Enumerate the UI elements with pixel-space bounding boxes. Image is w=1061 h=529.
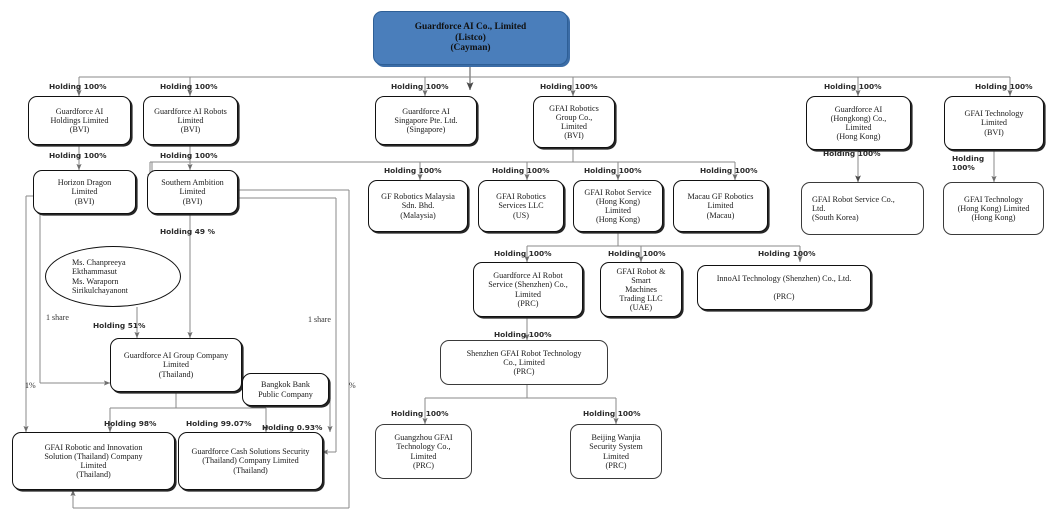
node-gfai-robotics-group-co[interactable]: GFAI Robotics Group Co., Limited (BVI) [533,96,615,148]
edge-label-holding-17: Holding 100% [758,249,816,258]
edge-label-percent-right: % [349,381,356,390]
edge-label-holding-3: Holding 100% [391,82,449,91]
edge-label-holding-9907: Holding 99.07% [186,419,252,428]
node-label: Guardforce AI Holdings Limited (BVI) [50,106,109,135]
edge-label-holding-6: Holding 100% [975,82,1033,91]
edge-label-holding-8: Holding 100% [160,151,218,160]
node-gfai-technology-hong-kong[interactable]: GFAI Technology (Hong Kong) Limited (Hon… [943,182,1044,235]
edge-label-holding-14: Holding 100% [952,154,985,172]
edge-label-holding-10: Holding 100% [492,166,550,175]
edge-label-holding-11: Holding 100% [584,166,642,175]
node-guardforce-ai-hongkong[interactable]: Guardforce AI (Hongkong) Co., Limited (H… [806,96,911,150]
node-gfai-robot-service-south-korea[interactable]: GFAI Robot Service Co., Ltd. (South Kore… [801,182,924,235]
edge-label-holding-093: Holding 0.93% [262,423,323,432]
node-guardforce-ai-holdings-limited[interactable]: Guardforce AI Holdings Limited (BVI) [28,96,131,145]
node-gfai-robot-smart-machines-uae[interactable]: GFAI Robot & Smart Machines Trading LLC … [600,262,682,317]
node-label: GFAI Robot & Smart Machines Trading LLC … [616,266,666,313]
node-label: Southern Ambition Limited (BVI) [161,178,224,206]
edge-label-holding-5: Holding 100% [824,82,882,91]
edge-label-holding-12: Holding 100% [700,166,758,175]
node-label: GF Robotics Malaysia Sdn. Bhd. (Malaysia… [381,192,455,220]
node-label: GFAI Robotic and Innovation Solution (Th… [44,442,143,480]
node-label: Macau GF Robotics Limited (Macau) [687,192,754,220]
edge-label-holding-16: Holding 100% [608,249,666,258]
edge-label-holding-9: Holding 100% [384,166,442,175]
node-individual-shareholders[interactable]: Ms. Chanpreeya Ekthammasut Ms. Waraporn … [45,246,181,307]
node-guardforce-ai-singapore[interactable]: Guardforce AI Singapore Pte. Ltd. (Singa… [375,96,477,145]
node-innoai-technology-shenzhen[interactable]: InnoAI Technology (Shenzhen) Co., Ltd. (… [697,265,871,310]
node-label: GFAI Robot Service (Hong Kong) Limited (… [584,187,652,225]
node-label: InnoAI Technology (Shenzhen) Co., Ltd. (… [716,273,852,302]
edge-label-one-percent-left: 1% [25,381,36,390]
node-guardforce-ai-robots-limited[interactable]: Guardforce AI Robots Limited (BVI) [143,96,238,145]
edge-label-holding-15: Holding 100% [494,249,552,258]
edge-label-holding-2: Holding 100% [160,82,218,91]
node-label: GFAI Technology Limited (BVI) [964,109,1024,137]
node-label: Bangkok Bank Public Company [258,380,313,399]
node-label: GFAI Technology (Hong Kong) Limited (Hon… [957,194,1030,223]
node-label: GFAI Robotics Services LLC (US) [496,192,546,220]
edge-label-holding-49: Holding 49 % [160,227,216,236]
node-label: Ms. Chanpreeya Ekthammasut Ms. Waraporn … [72,258,128,295]
node-label: Guardforce AI Group Company Limited (Tha… [123,351,229,379]
node-label: Guardforce Cash Solutions Security (Thai… [191,447,310,475]
node-bangkok-bank-public-company[interactable]: Bangkok Bank Public Company [242,373,329,406]
edge-label-holding-19: Holding 100% [391,409,449,418]
node-horizon-dragon-limited[interactable]: Horizon Dragon Limited (BVI) [33,170,136,214]
node-label: Shenzhen GFAI Robot Technology Co., Limi… [466,348,582,377]
node-label: Beijing Wanjia Security System Limited (… [589,433,643,470]
node-label: Guardforce AI Robots Limited (BVI) [154,106,227,135]
node-southern-ambition-limited[interactable]: Southern Ambition Limited (BVI) [147,170,238,214]
edge-label-holding-18: Holding 100% [494,330,552,339]
node-gfai-technology-limited-bvi[interactable]: GFAI Technology Limited (BVI) [944,96,1044,150]
node-label: GFAI Robotics Group Co., Limited (BVI) [549,103,599,141]
node-label: GFAI Robot Service Co., Ltd. (South Kore… [812,194,895,223]
edge-label-one-share-right: 1 share [308,315,331,324]
node-label: Horizon Dragon Limited (BVI) [57,178,112,206]
edge-label-holding-51: Holding 51% [93,321,146,330]
node-label: Guardforce AI Robot Service (Shenzhen) C… [488,271,568,308]
node-guangzhou-gfai-technology[interactable]: Guangzhou GFAI Technology Co., Limited (… [375,424,472,479]
edge-label-holding-7: Holding 100% [49,151,107,160]
edge-label-one-share-left: 1 share [46,313,69,322]
node-label: Guardforce AI (Hongkong) Co., Limited (H… [830,104,887,142]
node-label: Guardforce AI Singapore Pte. Ltd. (Singa… [394,106,458,135]
node-gfai-robotic-innovation-solution-thailand[interactable]: GFAI Robotic and Innovation Solution (Th… [12,432,175,490]
node-label: Guangzhou GFAI Technology Co., Limited (… [394,433,453,470]
node-label: Guardforce AI Co., Limited (Listco) (Cay… [414,22,527,54]
node-macau-gf-robotics-limited[interactable]: Macau GF Robotics Limited (Macau) [673,180,768,232]
node-shenzhen-gfai-robot-technology[interactable]: Shenzhen GFAI Robot Technology Co., Limi… [440,340,608,385]
edge-label-holding-1: Holding 100% [49,82,107,91]
node-gf-robotics-malaysia[interactable]: GF Robotics Malaysia Sdn. Bhd. (Malaysia… [368,180,468,232]
node-guardforce-cash-solutions-security-thailand[interactable]: Guardforce Cash Solutions Security (Thai… [178,432,323,490]
edge-label-holding-20: Holding 100% [583,409,641,418]
edge-label-holding-98: Holding 98% [104,419,157,428]
node-root-guardforce-ai-co[interactable]: Guardforce AI Co., Limited (Listco) (Cay… [373,11,568,65]
node-gfai-robotics-services-llc[interactable]: GFAI Robotics Services LLC (US) [478,180,564,232]
node-guardforce-ai-group-company-thailand[interactable]: Guardforce AI Group Company Limited (Tha… [110,338,242,392]
node-guardforce-ai-robot-service-shenzhen[interactable]: Guardforce AI Robot Service (Shenzhen) C… [473,262,583,317]
node-gfai-robot-service-hong-kong[interactable]: GFAI Robot Service (Hong Kong) Limited (… [573,180,663,232]
edge-label-holding-4: Holding 100% [540,82,598,91]
edge-label-holding-13: Holding 100% [823,149,881,158]
node-beijing-wanjia-security-system[interactable]: Beijing Wanjia Security System Limited (… [570,424,662,479]
